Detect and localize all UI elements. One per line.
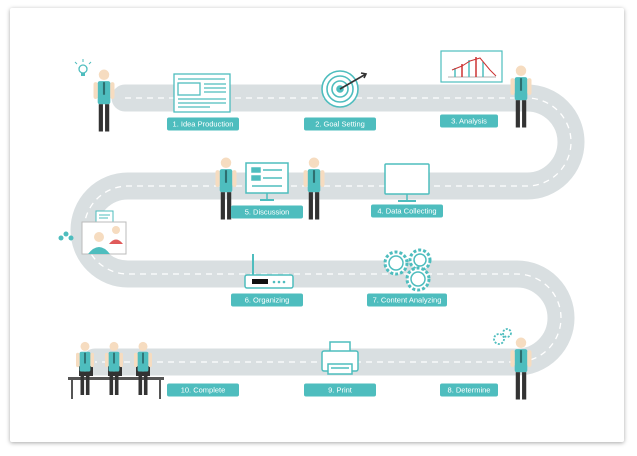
person-figure: [510, 337, 532, 400]
step-label-text: 1. Idea Production: [173, 120, 234, 129]
monitor-icon: [384, 163, 430, 202]
step-label-text: 2. Goal Setting: [315, 120, 365, 129]
step-label-text: 8. Determine: [448, 386, 491, 395]
step-label-pill: [231, 293, 303, 307]
person-figure: [105, 341, 123, 395]
step-label-text: 9. Print: [328, 386, 353, 395]
person-figure: [76, 341, 94, 395]
step-label: 3. Analysis: [440, 114, 498, 128]
router-icon: [244, 254, 294, 289]
person-figure: [303, 157, 325, 220]
step-label: 8. Determine: [440, 383, 498, 397]
presentation-monitor-icon: [245, 162, 289, 201]
step-label-pill: [440, 383, 498, 397]
step-label-text: 5. Discussion: [245, 208, 290, 217]
step-label: 6. Organizing: [231, 293, 303, 307]
person-figure: [215, 157, 237, 220]
person-figure: [134, 341, 152, 395]
step-labels: 1. Idea Production 2. Goal Setting 3. Anal…: [167, 114, 498, 397]
step-label: 2. Goal Setting: [304, 117, 376, 131]
small-gears-icon: [493, 328, 512, 345]
step-label-pill: [371, 204, 443, 218]
road: [70, 84, 585, 376]
teamwork-icon: [58, 210, 127, 255]
step-label-text: 6. Organizing: [245, 296, 290, 305]
step-label-pill: [367, 293, 447, 307]
target-icon: [321, 70, 368, 108]
person-figure: [93, 69, 115, 132]
step-label-text: 7. Content Analyzing: [373, 296, 442, 305]
step-label-text: 4. Data Collecting: [377, 207, 436, 216]
step-label-pill: [231, 205, 303, 219]
gears-icon: [383, 248, 432, 292]
step-label-text: 3. Analysis: [451, 117, 487, 126]
lightbulb-icon: [74, 59, 92, 76]
step-label: 10. Complete: [167, 383, 239, 397]
step-label: 5. Discussion: [231, 205, 303, 219]
step-label: 4. Data Collecting: [371, 204, 443, 218]
step-label-text: 10. Complete: [181, 386, 226, 395]
step-label-pill: [167, 383, 239, 397]
people: [76, 65, 532, 400]
step-label-pill: [167, 117, 239, 131]
line-chart-board-icon: [440, 50, 503, 83]
printer-icon: [321, 341, 359, 375]
step-label: 7. Content Analyzing: [367, 293, 447, 307]
newspaper-icon: [173, 73, 231, 113]
person-figure: [510, 65, 532, 128]
step-label: 9. Print: [304, 383, 376, 397]
step-label-pill: [304, 383, 376, 397]
step-label-pill: [440, 114, 498, 128]
step-label-pill: [304, 117, 376, 131]
step-label: 1. Idea Production: [167, 117, 239, 131]
